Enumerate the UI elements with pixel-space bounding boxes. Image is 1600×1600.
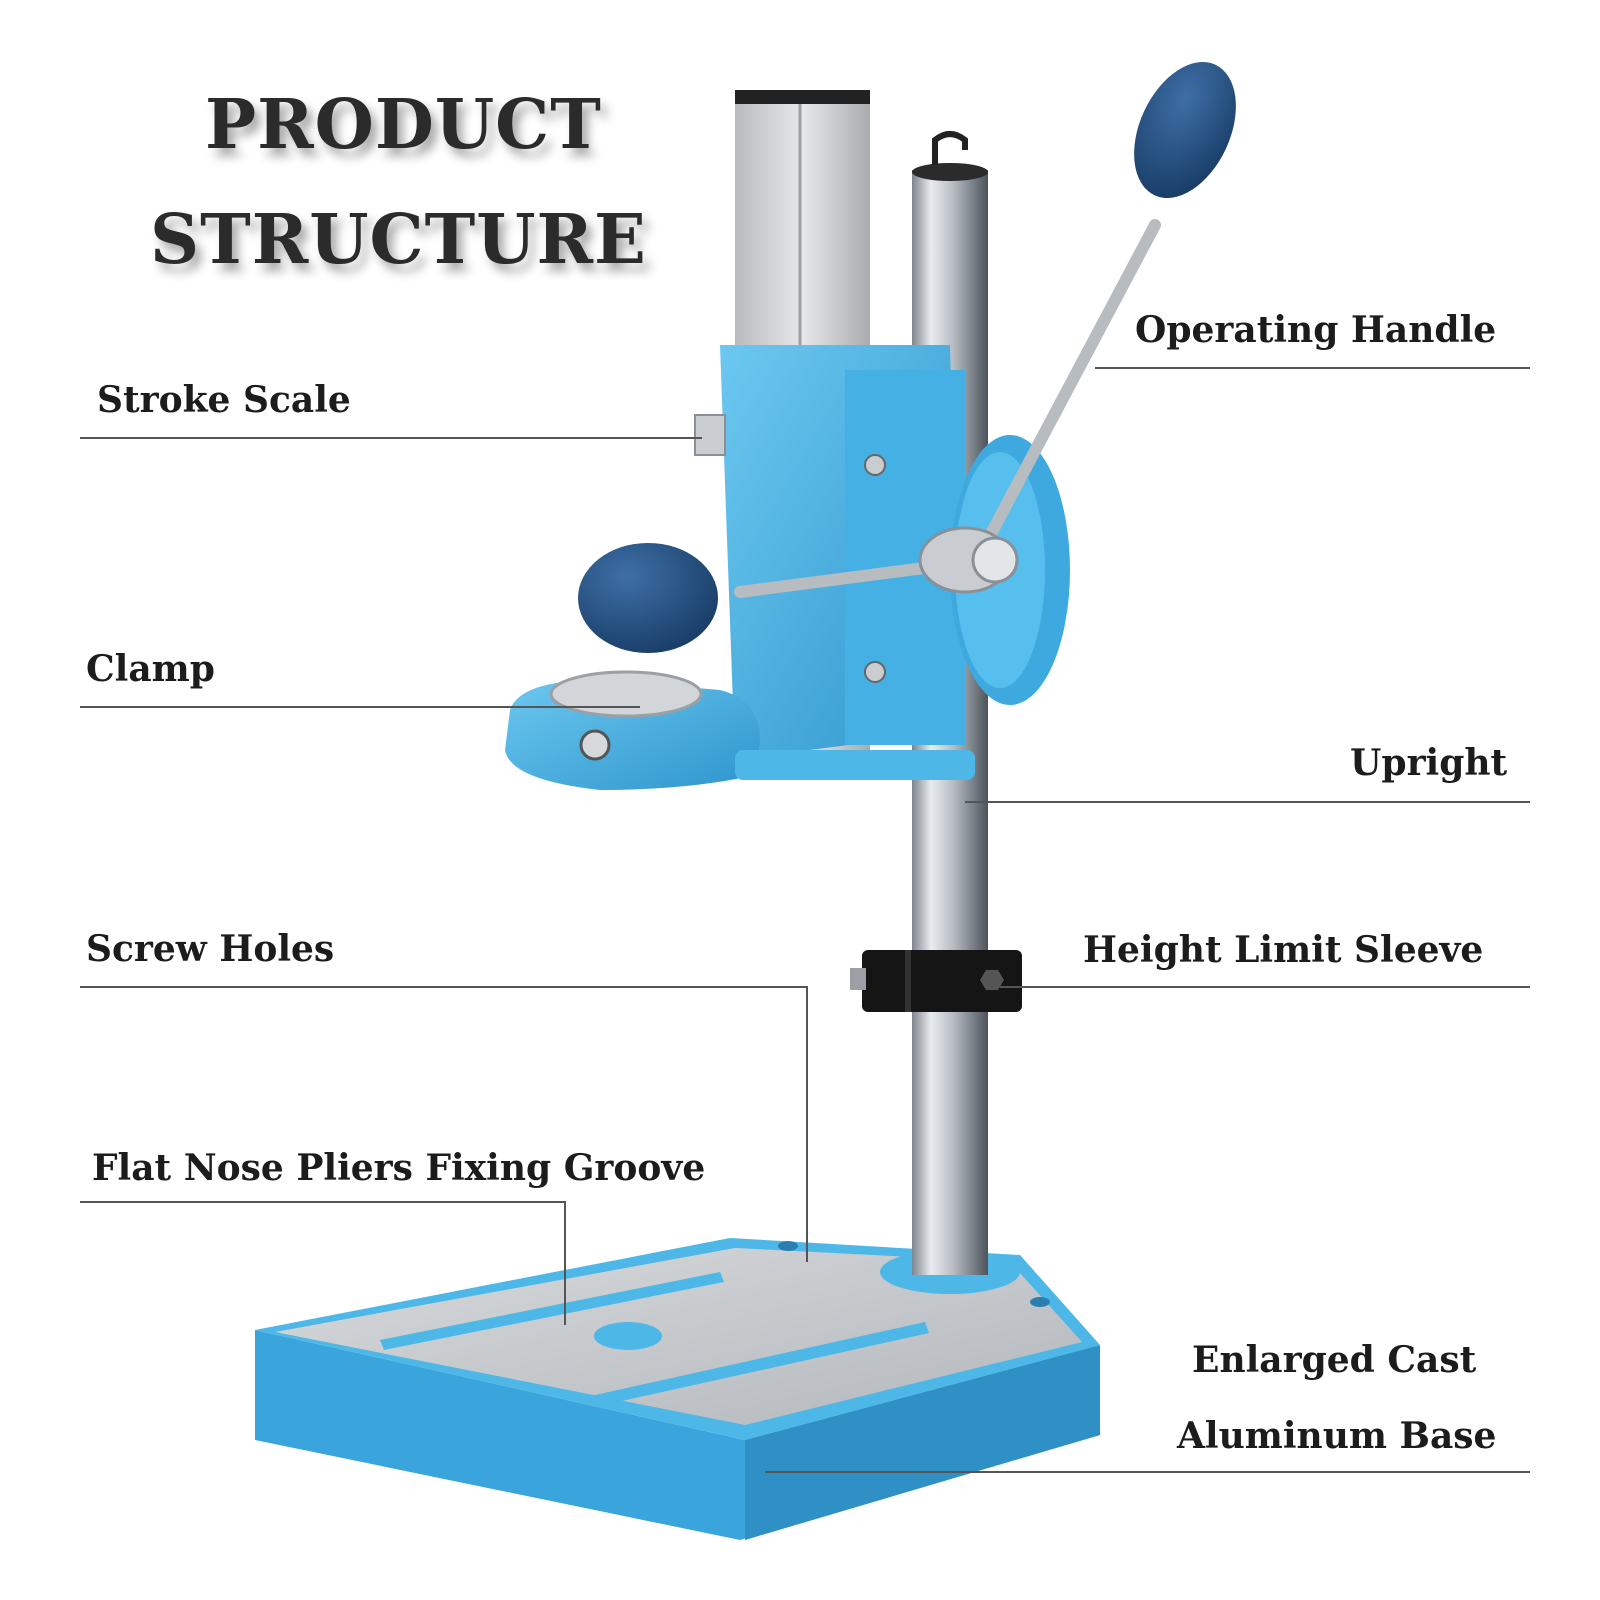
- rack-top: [735, 90, 870, 104]
- height-limit-sleeve-split: [905, 950, 911, 1012]
- operating-handle-rod: [979, 219, 1161, 551]
- column-top: [912, 163, 988, 181]
- label-enlarged-cast-line2: Aluminum Base: [1177, 1415, 1497, 1457]
- label-screw-holes: Screw Holes: [86, 928, 335, 970]
- screw-hole-right: [1030, 1297, 1050, 1307]
- sleeve-bolt: [850, 968, 866, 990]
- label-upright: Upright: [1350, 742, 1508, 784]
- height-limit-sleeve-body: [862, 950, 1022, 1012]
- label-operating-handle: Operating Handle: [1135, 309, 1497, 351]
- leader-screw-holes: [80, 986, 808, 1262]
- operating-handle-knob: [1134, 62, 1236, 198]
- label-enlarged-cast-line1: Enlarged Cast: [1192, 1339, 1477, 1381]
- label-flat-nose-pliers-fixing-groove: Flat Nose Pliers Fixing Groove: [92, 1147, 706, 1189]
- title-line-1: PRODUCT: [205, 85, 602, 165]
- label-height-limit-sleeve: Height Limit Sleeve: [1083, 929, 1484, 971]
- sleeve-hex-hole: [980, 970, 1004, 990]
- column-hook: [932, 131, 968, 165]
- label-clamp: Clamp: [86, 648, 215, 690]
- clamp-bore: [549, 670, 703, 718]
- leader-lines: [80, 367, 1530, 1473]
- stroke-scale-pointer: [694, 414, 726, 456]
- screw-hole-left: [778, 1241, 798, 1251]
- center-hole: [594, 1322, 662, 1350]
- clamp-screw: [579, 729, 611, 761]
- base-side-front: [745, 1345, 1100, 1540]
- groove-slot-1: [380, 1272, 724, 1350]
- groove-slot-2: [595, 1322, 929, 1406]
- title-line-2: STRUCTURE: [150, 200, 647, 280]
- label-stroke-scale: Stroke Scale: [97, 379, 351, 421]
- leader-groove: [80, 1201, 566, 1325]
- base-plate: [275, 1248, 1082, 1425]
- lower-handle-knob: [578, 543, 718, 653]
